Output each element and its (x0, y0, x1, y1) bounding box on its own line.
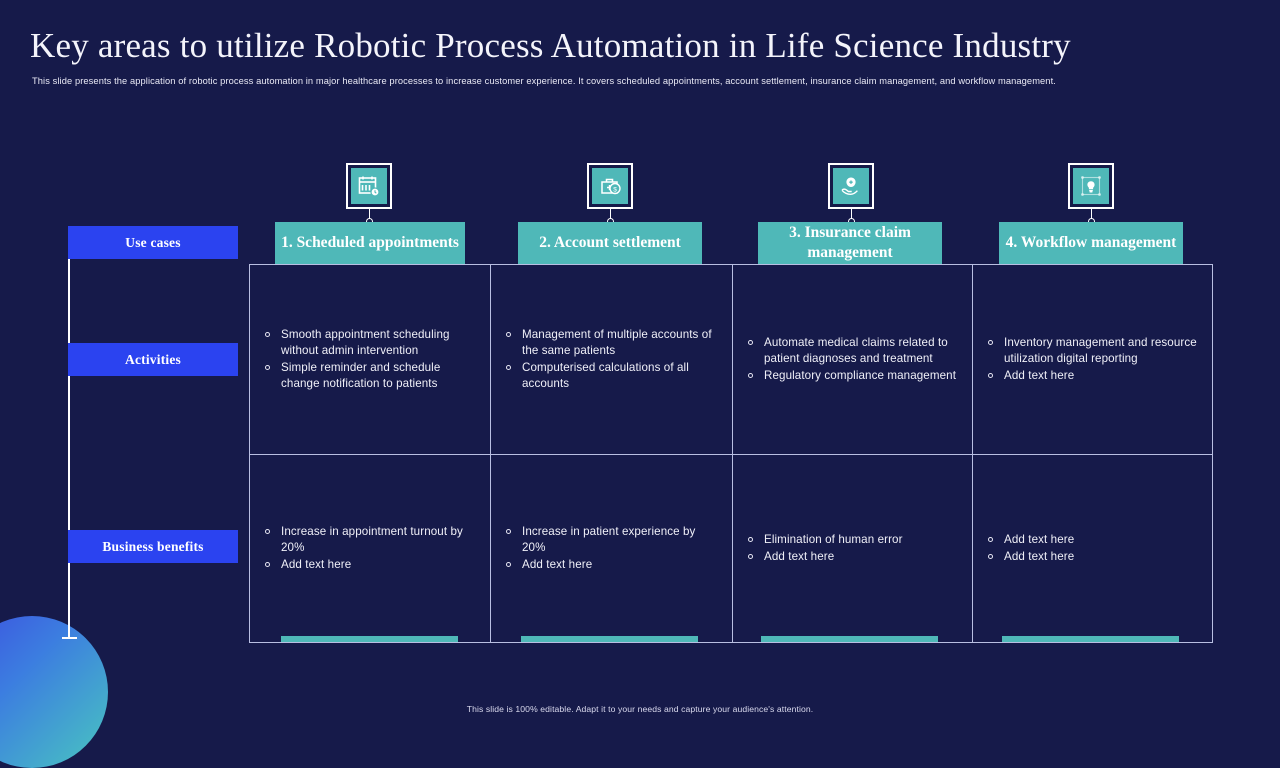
content-grid: Smooth appointment scheduling without ad… (249, 264, 1213, 643)
column-header-3[interactable]: 3. Insurance claim management (758, 222, 942, 264)
rail-label-use-cases[interactable]: Use cases (68, 226, 238, 259)
icon-badge-account-settlement[interactable]: $ (587, 163, 633, 209)
rail-label-business-benefits[interactable]: Business benefits (68, 530, 238, 563)
footer-note: This slide is 100% editable. Adapt it to… (466, 704, 814, 714)
medical-bag-dollar-icon: $ (592, 168, 628, 204)
page-title: Key areas to utilize Robotic Process Aut… (30, 26, 1071, 65)
connector-stem-1 (369, 209, 370, 222)
list-item: Add text here (260, 557, 480, 573)
list-item: Add text here (983, 532, 1204, 548)
rail-label-activities[interactable]: Activities (68, 343, 238, 376)
list-item: Management of multiple accounts of the s… (501, 327, 722, 359)
bullet-list: Management of multiple accounts of the s… (501, 327, 722, 393)
accent-bar-2 (521, 636, 698, 642)
column-header-2[interactable]: 2. Account settlement (518, 222, 702, 264)
accent-bar-3 (761, 636, 938, 642)
grid-vline-3 (972, 265, 973, 642)
bullet-list: Add text here Add text here (983, 532, 1204, 566)
page-subtitle: This slide presents the application of r… (32, 76, 1056, 86)
svg-text:$: $ (613, 187, 617, 194)
bullet-list: Increase in appointment turnout by 20% A… (260, 524, 480, 574)
cell-benefits-1: Increase in appointment turnout by 20% A… (250, 455, 490, 642)
grid-vline-2 (732, 265, 733, 642)
slide-body: Use cases Activities Business benefits 1… (62, 163, 1213, 643)
icon-badge-workflow-management[interactable] (1068, 163, 1114, 209)
list-item: Automate medical claims related to patie… (743, 335, 962, 367)
list-item: Add text here (983, 549, 1204, 565)
cell-activities-3: Automate medical claims related to patie… (733, 265, 972, 454)
hand-health-shield-icon (833, 168, 869, 204)
slide-header: Key areas to utilize Robotic Process Aut… (30, 24, 1250, 88)
rail-vertical-line (68, 258, 70, 638)
bullet-list: Increase in patient experience by 20% Ad… (501, 524, 722, 574)
accent-bar-4 (1002, 636, 1179, 642)
calendar-clock-icon (351, 168, 387, 204)
bullet-list: Smooth appointment scheduling without ad… (260, 327, 480, 393)
list-item: Increase in appointment turnout by 20% (260, 524, 480, 556)
cell-activities-1: Smooth appointment scheduling without ad… (250, 265, 490, 454)
connector-stem-2 (610, 209, 611, 222)
icon-badge-insurance-claim[interactable] (828, 163, 874, 209)
column-header-4[interactable]: 4. Workflow management (999, 222, 1183, 264)
cell-benefits-3: Elimination of human error Add text here (733, 455, 972, 642)
list-item: Elimination of human error (743, 532, 962, 548)
cell-benefits-4: Add text here Add text here (973, 455, 1214, 642)
column-header-1[interactable]: 1. Scheduled appointments (275, 222, 465, 264)
list-item: Computerised calculations of all account… (501, 360, 722, 392)
grid-hline (250, 454, 1212, 455)
bullet-list: Inventory management and resource utiliz… (983, 335, 1204, 385)
icon-badge-scheduled-appointments[interactable] (346, 163, 392, 209)
list-item: Add text here (743, 549, 962, 565)
rail-foot-tick (62, 637, 77, 639)
connector-stem-3 (851, 209, 852, 222)
connector-stem-4 (1091, 209, 1092, 222)
cell-benefits-2: Increase in patient experience by 20% Ad… (491, 455, 732, 642)
list-item: Inventory management and resource utiliz… (983, 335, 1204, 367)
lightbulb-workflow-icon (1073, 168, 1109, 204)
list-item: Add text here (983, 368, 1204, 384)
cell-activities-2: Management of multiple accounts of the s… (491, 265, 732, 454)
list-item: Regulatory compliance management (743, 368, 962, 384)
bullet-list: Elimination of human error Add text here (743, 532, 962, 566)
list-item: Simple reminder and schedule change noti… (260, 360, 480, 392)
list-item: Increase in patient experience by 20% (501, 524, 722, 556)
bullet-list: Automate medical claims related to patie… (743, 335, 962, 385)
cell-activities-4: Inventory management and resource utiliz… (973, 265, 1214, 454)
list-item: Smooth appointment scheduling without ad… (260, 327, 480, 359)
list-item: Add text here (501, 557, 722, 573)
accent-bar-1 (281, 636, 458, 642)
grid-vline-1 (490, 265, 491, 642)
